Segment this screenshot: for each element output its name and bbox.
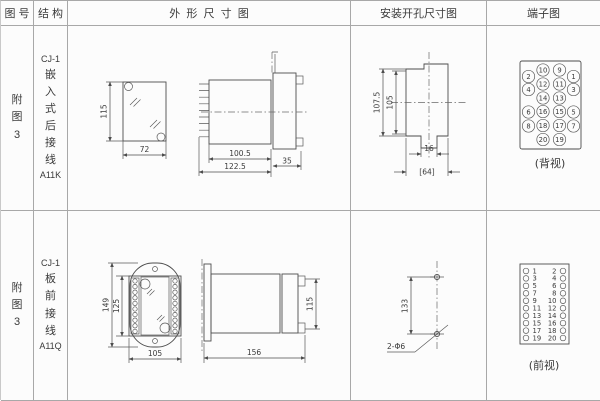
mounting-svg-a11q: 133 2-Φ6 bbox=[387, 261, 449, 353]
svg-text:18: 18 bbox=[548, 327, 557, 335]
svg-text:15: 15 bbox=[555, 108, 564, 116]
outline-svg-a11k: 115 72 100.5 122.5 35 bbox=[100, 51, 308, 177]
dim-115-block: 115 bbox=[306, 297, 315, 312]
svg-text:18: 18 bbox=[539, 122, 548, 130]
mounting-holes bbox=[430, 261, 444, 351]
dim-156: 156 bbox=[247, 348, 262, 357]
svg-text:14: 14 bbox=[548, 312, 557, 320]
svg-text:10: 10 bbox=[548, 297, 557, 305]
figure-no-row1: 附 图 3 bbox=[1, 26, 34, 211]
cutout-shape bbox=[391, 52, 467, 158]
svg-text:19: 19 bbox=[555, 136, 564, 144]
svg-text:10: 10 bbox=[539, 66, 548, 74]
svg-text:11: 11 bbox=[555, 80, 564, 88]
dim-slot-16: 16 bbox=[424, 144, 434, 153]
header-structure: 结 构 bbox=[34, 1, 68, 26]
glass-hatch bbox=[129, 97, 161, 129]
svg-text:12: 12 bbox=[539, 80, 548, 88]
dim-flange-35: 35 bbox=[282, 157, 292, 166]
svg-text:20: 20 bbox=[539, 136, 548, 144]
view-label-rear: (背视) bbox=[535, 156, 566, 170]
outline-drawing-a11q: 149 125 105 115 156 bbox=[68, 211, 351, 401]
svg-text:13: 13 bbox=[533, 312, 542, 320]
svg-text:11: 11 bbox=[533, 305, 542, 313]
svg-text:14: 14 bbox=[539, 94, 548, 102]
svg-text:8: 8 bbox=[552, 290, 556, 298]
svg-text:8: 8 bbox=[526, 122, 530, 130]
mounting-drawing-a11k: 107.5 105 16 [64] bbox=[351, 26, 487, 211]
mounting-svg-a11k: 107.5 105 16 [64] bbox=[373, 52, 467, 177]
svg-text:5: 5 bbox=[533, 282, 537, 290]
dim-width-64: [64] bbox=[419, 168, 434, 177]
svg-text:17: 17 bbox=[555, 122, 564, 130]
dim-depth-122-5: 122.5 bbox=[224, 162, 246, 171]
svg-text:5: 5 bbox=[571, 108, 575, 116]
dim-height-115: 115 bbox=[100, 104, 109, 119]
svg-text:12: 12 bbox=[548, 305, 557, 313]
outline-drawing-a11k: 115 72 100.5 122.5 35 bbox=[68, 26, 351, 211]
dim-107-5: 107.5 bbox=[373, 92, 382, 114]
strip-terminals bbox=[132, 278, 178, 334]
side-view: 100.5 122.5 35 bbox=[198, 51, 308, 177]
front-view: 149 125 105 bbox=[102, 262, 182, 363]
svg-text:17: 17 bbox=[533, 327, 542, 335]
svg-text:9: 9 bbox=[557, 66, 561, 74]
svg-text:15: 15 bbox=[533, 319, 542, 327]
structure-row2: CJ-1 板 前 接 线 A11Q bbox=[34, 211, 68, 401]
terminal-svg-a11k: 10 9 2 1 12 11 4 3 14 13 16 15 6 5 18 17… bbox=[519, 60, 582, 170]
terminal-drawing-a11k: 10 9 2 1 12 11 4 3 14 13 16 15 6 5 18 17… bbox=[487, 26, 600, 211]
svg-text:1: 1 bbox=[571, 73, 575, 81]
terminal-svg-a11q: 1 3 5 7 9 11 13 15 17 19 2 4 6 8 10 12 1… bbox=[519, 263, 570, 372]
header-terminal-diagram: 端子图 bbox=[487, 1, 600, 26]
svg-text:2: 2 bbox=[552, 267, 556, 275]
svg-text:3: 3 bbox=[571, 86, 575, 94]
terminal-circles-front bbox=[522, 267, 567, 342]
svg-text:2: 2 bbox=[526, 73, 530, 81]
terminal-numbers-right: 2 4 6 8 10 12 14 16 18 20 bbox=[548, 267, 557, 342]
dim-width-72: 72 bbox=[140, 145, 150, 154]
svg-text:6: 6 bbox=[526, 108, 530, 116]
side-view: 115 156 bbox=[201, 259, 320, 363]
svg-text:3: 3 bbox=[533, 275, 537, 283]
front-view: 115 72 bbox=[100, 81, 167, 159]
header-mounting-dims: 安装开孔尺寸图 bbox=[351, 1, 487, 26]
svg-text:19: 19 bbox=[533, 334, 542, 342]
dim-depth-100-5: 100.5 bbox=[229, 149, 251, 158]
terminal-drawing-a11q: 1 3 5 7 9 11 13 15 17 19 2 4 6 8 10 12 1… bbox=[487, 211, 600, 401]
svg-text:9: 9 bbox=[533, 297, 537, 305]
dim-125: 125 bbox=[112, 299, 121, 314]
figure-no-row2: 附 图 3 bbox=[1, 211, 34, 401]
cutout-dimensions: 107.5 105 16 [64] bbox=[373, 68, 460, 177]
svg-text:16: 16 bbox=[539, 108, 548, 116]
svg-text:16: 16 bbox=[548, 319, 557, 327]
terminal-pins bbox=[199, 83, 209, 138]
svg-text:6: 6 bbox=[552, 282, 556, 290]
holes-label: 2-Φ6 bbox=[387, 342, 405, 351]
svg-text:20: 20 bbox=[548, 334, 557, 342]
view-label-front: (前视) bbox=[529, 358, 560, 372]
header-outline-dims: 外 形 尺 寸 图 bbox=[68, 1, 351, 26]
terminal-numbers-left: 1 3 5 7 9 11 13 15 17 19 bbox=[533, 267, 542, 342]
svg-text:1: 1 bbox=[533, 267, 537, 275]
terminal-circles-rear: 10 9 2 1 12 11 4 3 14 13 16 15 6 5 18 17… bbox=[521, 63, 581, 147]
svg-text:4: 4 bbox=[526, 86, 530, 94]
dim-149: 149 bbox=[102, 298, 111, 313]
dim-105: 105 bbox=[386, 95, 395, 110]
svg-text:13: 13 bbox=[555, 94, 564, 102]
svg-text:7: 7 bbox=[571, 122, 575, 130]
structure-row1: CJ-1 嵌 入 式 后 接 线 A11K bbox=[34, 26, 68, 211]
dim-133: 133 bbox=[401, 299, 410, 314]
mounting-drawing-a11q: 133 2-Φ6 bbox=[351, 211, 487, 401]
outline-svg-a11q: 149 125 105 115 156 bbox=[102, 259, 320, 363]
svg-text:4: 4 bbox=[552, 275, 556, 283]
header-figure-no: 图 号 bbox=[1, 1, 34, 26]
mounting-dimensions: 133 2-Φ6 bbox=[387, 276, 449, 353]
dim-105: 105 bbox=[148, 349, 163, 358]
glass-hatch bbox=[146, 288, 165, 322]
svg-text:7: 7 bbox=[533, 290, 537, 298]
